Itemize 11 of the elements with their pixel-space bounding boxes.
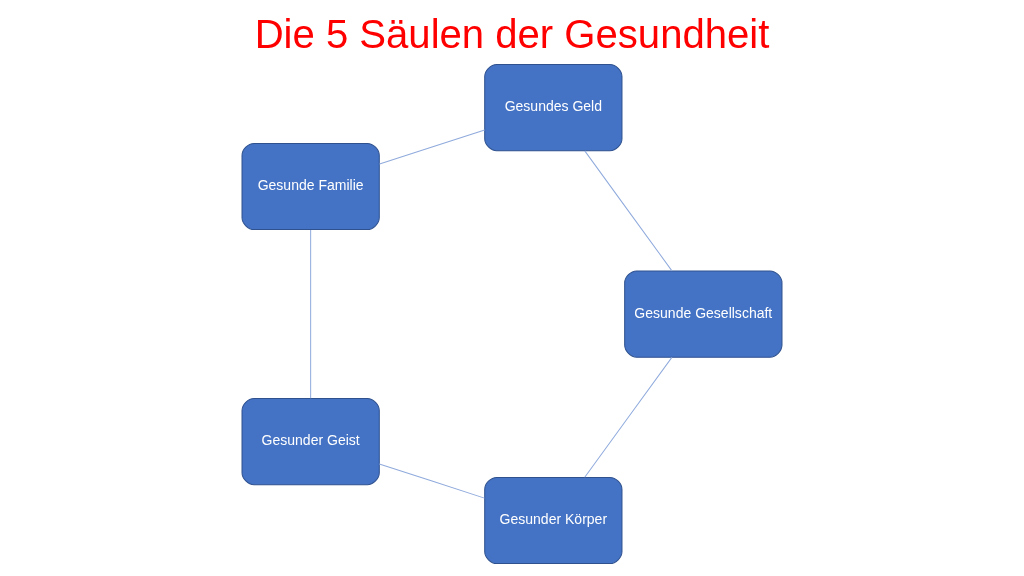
diagram-title: Die 5 Säulen der Gesundheit — [254, 12, 770, 57]
node-box: Gesunder Körper — [484, 476, 623, 565]
node-box: Gesunde Gesellschaft — [624, 270, 783, 358]
node-box: Gesunde Familie — [241, 142, 380, 231]
connector — [378, 463, 485, 499]
connector — [584, 150, 673, 272]
node-box: Gesundes Geld — [484, 64, 623, 152]
connector — [584, 356, 673, 478]
connector — [379, 129, 486, 165]
node-box: Gesunder Geist — [241, 398, 380, 486]
connector — [310, 229, 312, 399]
